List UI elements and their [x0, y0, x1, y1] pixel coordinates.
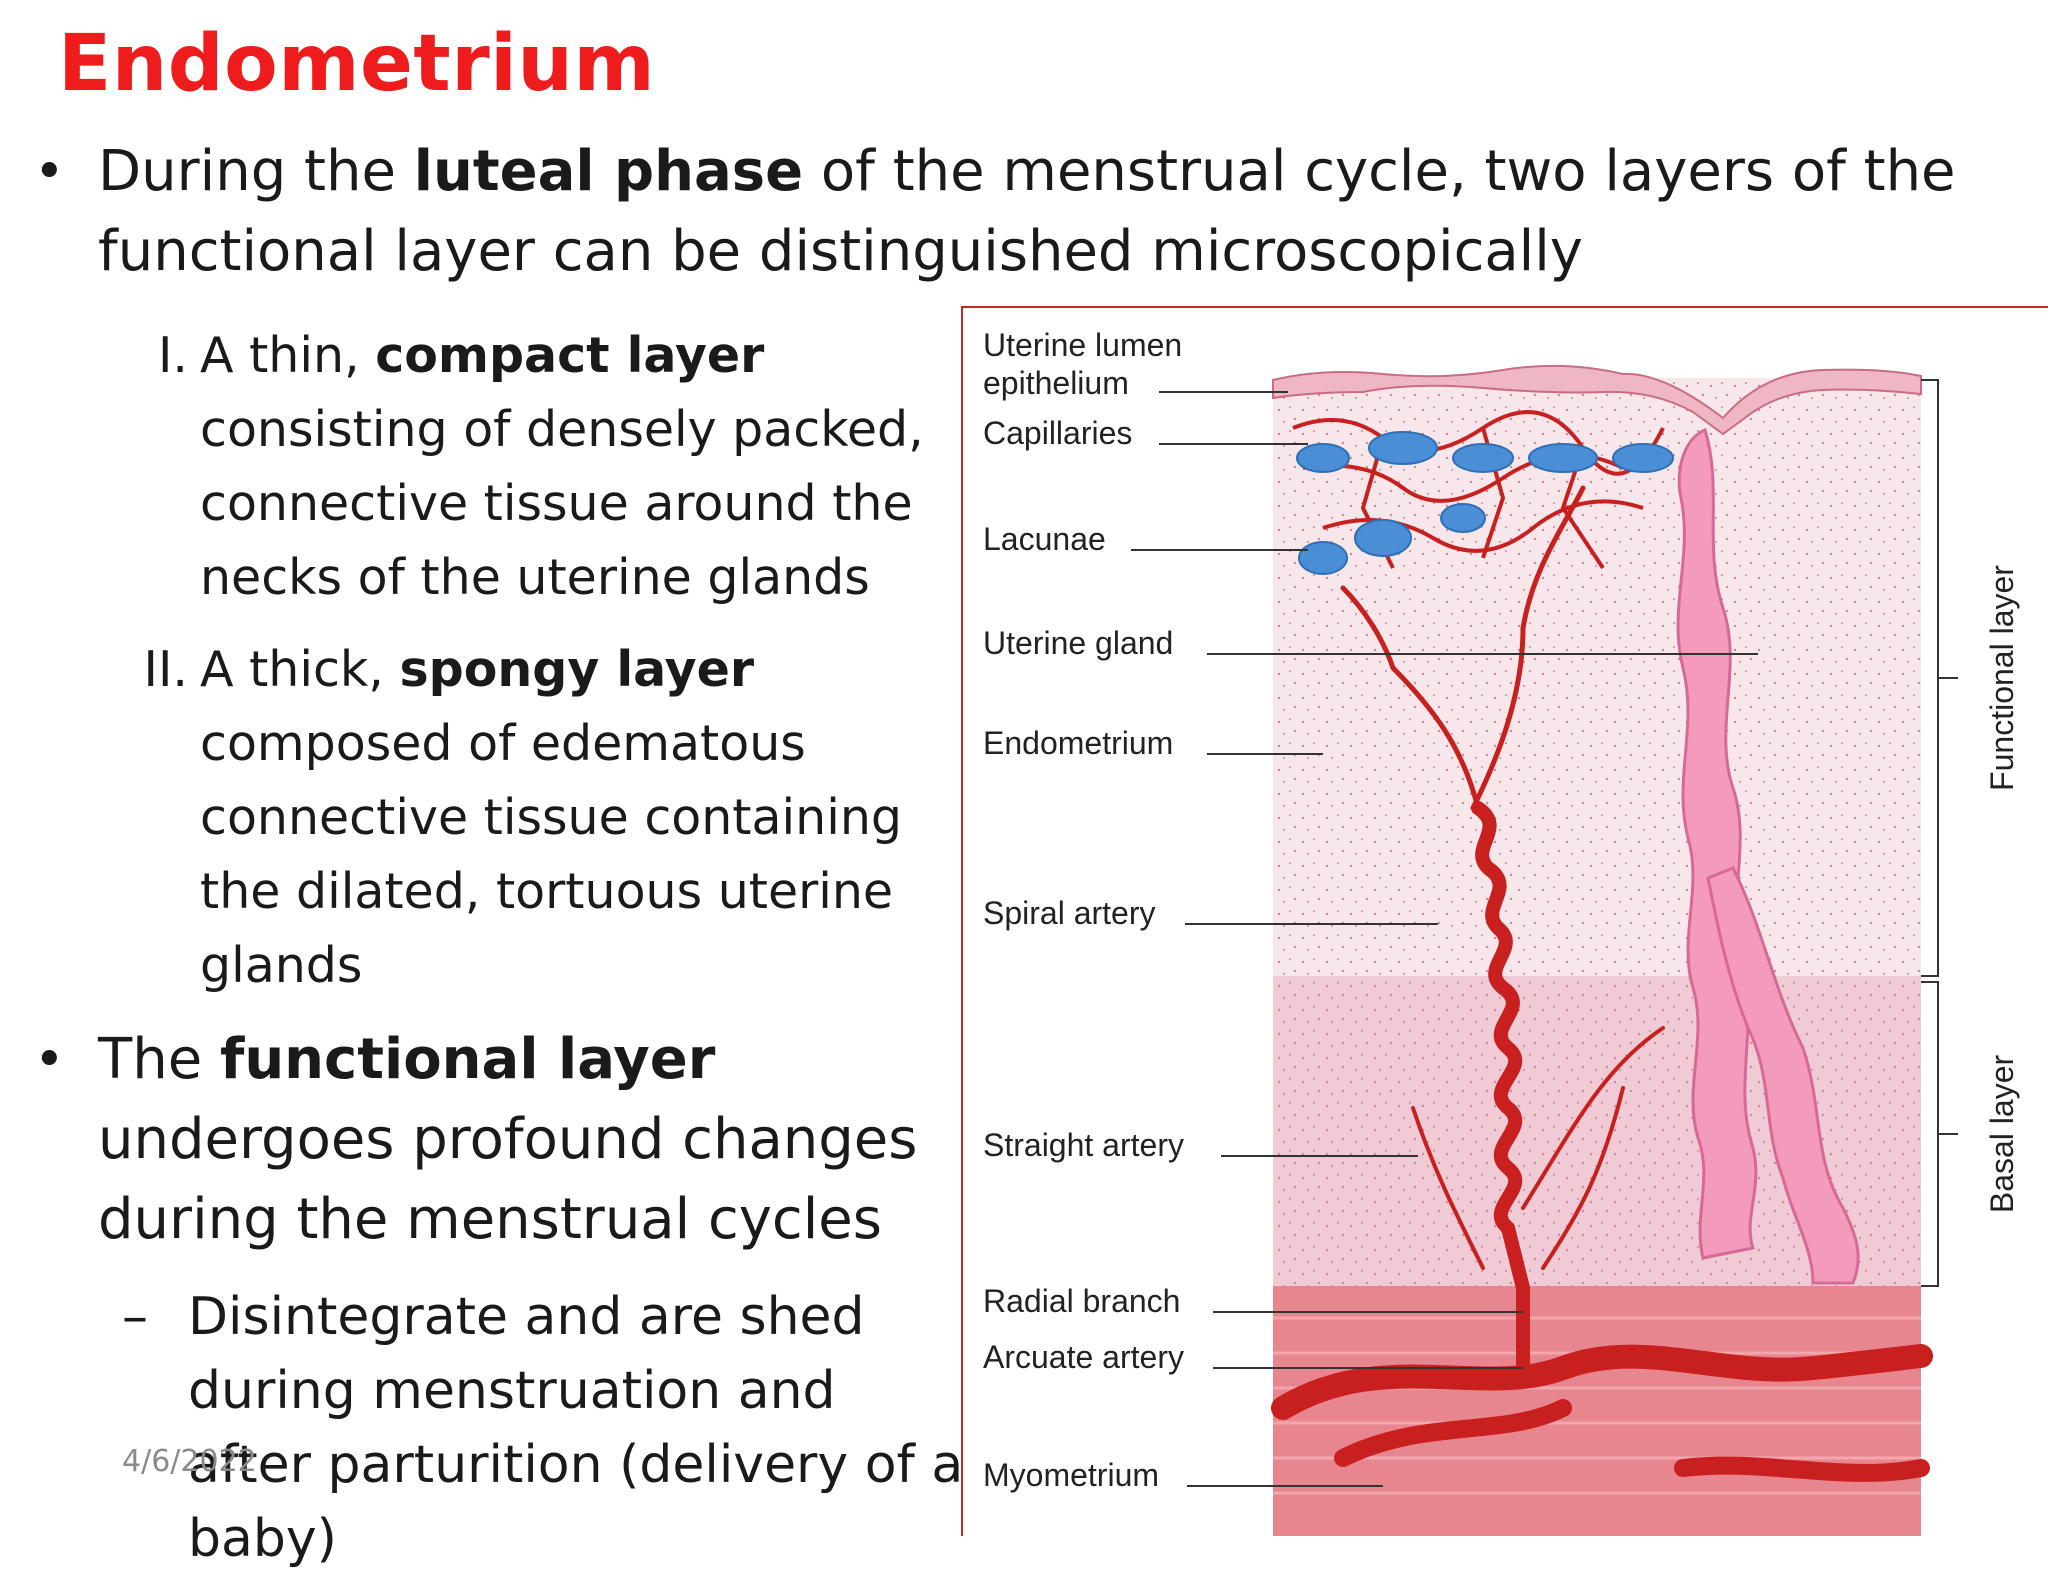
arcuate-artery-lower	[1334, 1399, 1572, 1467]
myometrium-region	[1273, 1286, 1921, 1536]
subitem-text-bold: compact layer	[375, 327, 765, 384]
slide-date: 4/6/2022	[122, 1444, 257, 1479]
arcuate-artery-right	[1674, 1456, 1930, 1482]
dash-marker: –	[122, 1287, 148, 1347]
basal-layer-bracket	[1921, 981, 1939, 1287]
spiral-artery	[1471, 801, 1523, 1235]
label-lumen-line2: epithelium	[983, 365, 1129, 401]
bullet-text-bold: luteal phase	[413, 139, 804, 204]
label-endometrium: Endometrium	[983, 725, 1173, 761]
subitem-text-post: composed of edematous connective tissue …	[200, 715, 902, 994]
leader-lines	[1131, 391, 1758, 1487]
uterine-gland-branch	[1706, 866, 1860, 1285]
subitem-text-pre: A thick,	[200, 641, 400, 698]
lacunae-spaces	[1296, 431, 1674, 575]
straight-artery	[1411, 1106, 1485, 1270]
bullet-text-post: undergoes profound changes during the me…	[98, 1107, 918, 1252]
bullet-luteal-phase: • During the luteal phase of the menstrua…	[34, 132, 1998, 292]
spiral-artery-upper	[1340, 585, 1481, 811]
arteries	[1271, 485, 1933, 1482]
label-radial-branch: Radial branch	[983, 1283, 1180, 1319]
bullet-marker: •	[34, 1030, 65, 1090]
label-lumen-line1: Uterine lumen	[983, 327, 1182, 363]
subitem-text-post: consisting of densely packed, connective…	[200, 401, 924, 606]
roman-numeral: II.	[143, 641, 188, 698]
endometrium-diagram: Uterine lumen epithelium Capillaries Lac…	[983, 327, 2020, 1536]
label-uterine-gland: Uterine gland	[983, 625, 1173, 661]
arcuate-artery	[1271, 1344, 1933, 1420]
label-basal-layer: Basal layer	[1984, 1055, 2020, 1214]
subitem-compact-layer: I.A thin, compact layer consisting of de…	[158, 319, 940, 615]
subitem-text: Disintegrate and are shed during menstru…	[188, 1287, 964, 1569]
radial-branch	[1501, 1221, 1530, 1375]
bullet-text-bold: functional layer	[219, 1027, 716, 1092]
spiral-side-branch	[1521, 1026, 1665, 1210]
lumen-epithelium	[1272, 364, 1922, 436]
subitem-spongy-layer: II. A thick, spongy layer composed of ede…	[144, 633, 940, 1003]
uterine-gland	[1676, 428, 1758, 1260]
bullet-text-pre: The	[98, 1027, 220, 1092]
roman-numeral: I.	[157, 327, 188, 384]
bullet-text-post: of the menstrual cycle, two layers of th…	[98, 139, 1956, 284]
label-functional-layer: Functional layer	[1984, 565, 2020, 791]
spiral-artery-branch	[1470, 485, 1586, 811]
subitem-text-pre: A thin,	[200, 327, 376, 384]
label-myometrium: Myometrium	[983, 1457, 1159, 1493]
bullet-text-pre: During the	[98, 139, 414, 204]
bullet-marker: •	[34, 142, 65, 202]
subitem-shedding: –Disintegrate and are shed during menstr…	[122, 1280, 968, 1576]
subitem-text-bold: spongy layer	[399, 641, 755, 698]
endometrium-figure: Uterine lumen epithelium Capillaries Lac…	[961, 306, 2048, 1536]
bullet-functional-layer: • The functional layer undergoes profound…	[34, 1020, 998, 1260]
label-capillaries: Capillaries	[983, 415, 1132, 451]
straight-artery-right	[1541, 1086, 1625, 1270]
label-arcuate-artery: Arcuate artery	[983, 1339, 1184, 1375]
functional-layer-texture	[1273, 378, 1921, 978]
label-spiral-artery: Spiral artery	[983, 895, 1156, 931]
functional-layer-bracket	[1921, 379, 1939, 977]
slide-title: Endometrium	[58, 19, 656, 109]
label-straight-artery: Straight artery	[983, 1127, 1184, 1163]
label-lacunae: Lacunae	[983, 521, 1106, 557]
